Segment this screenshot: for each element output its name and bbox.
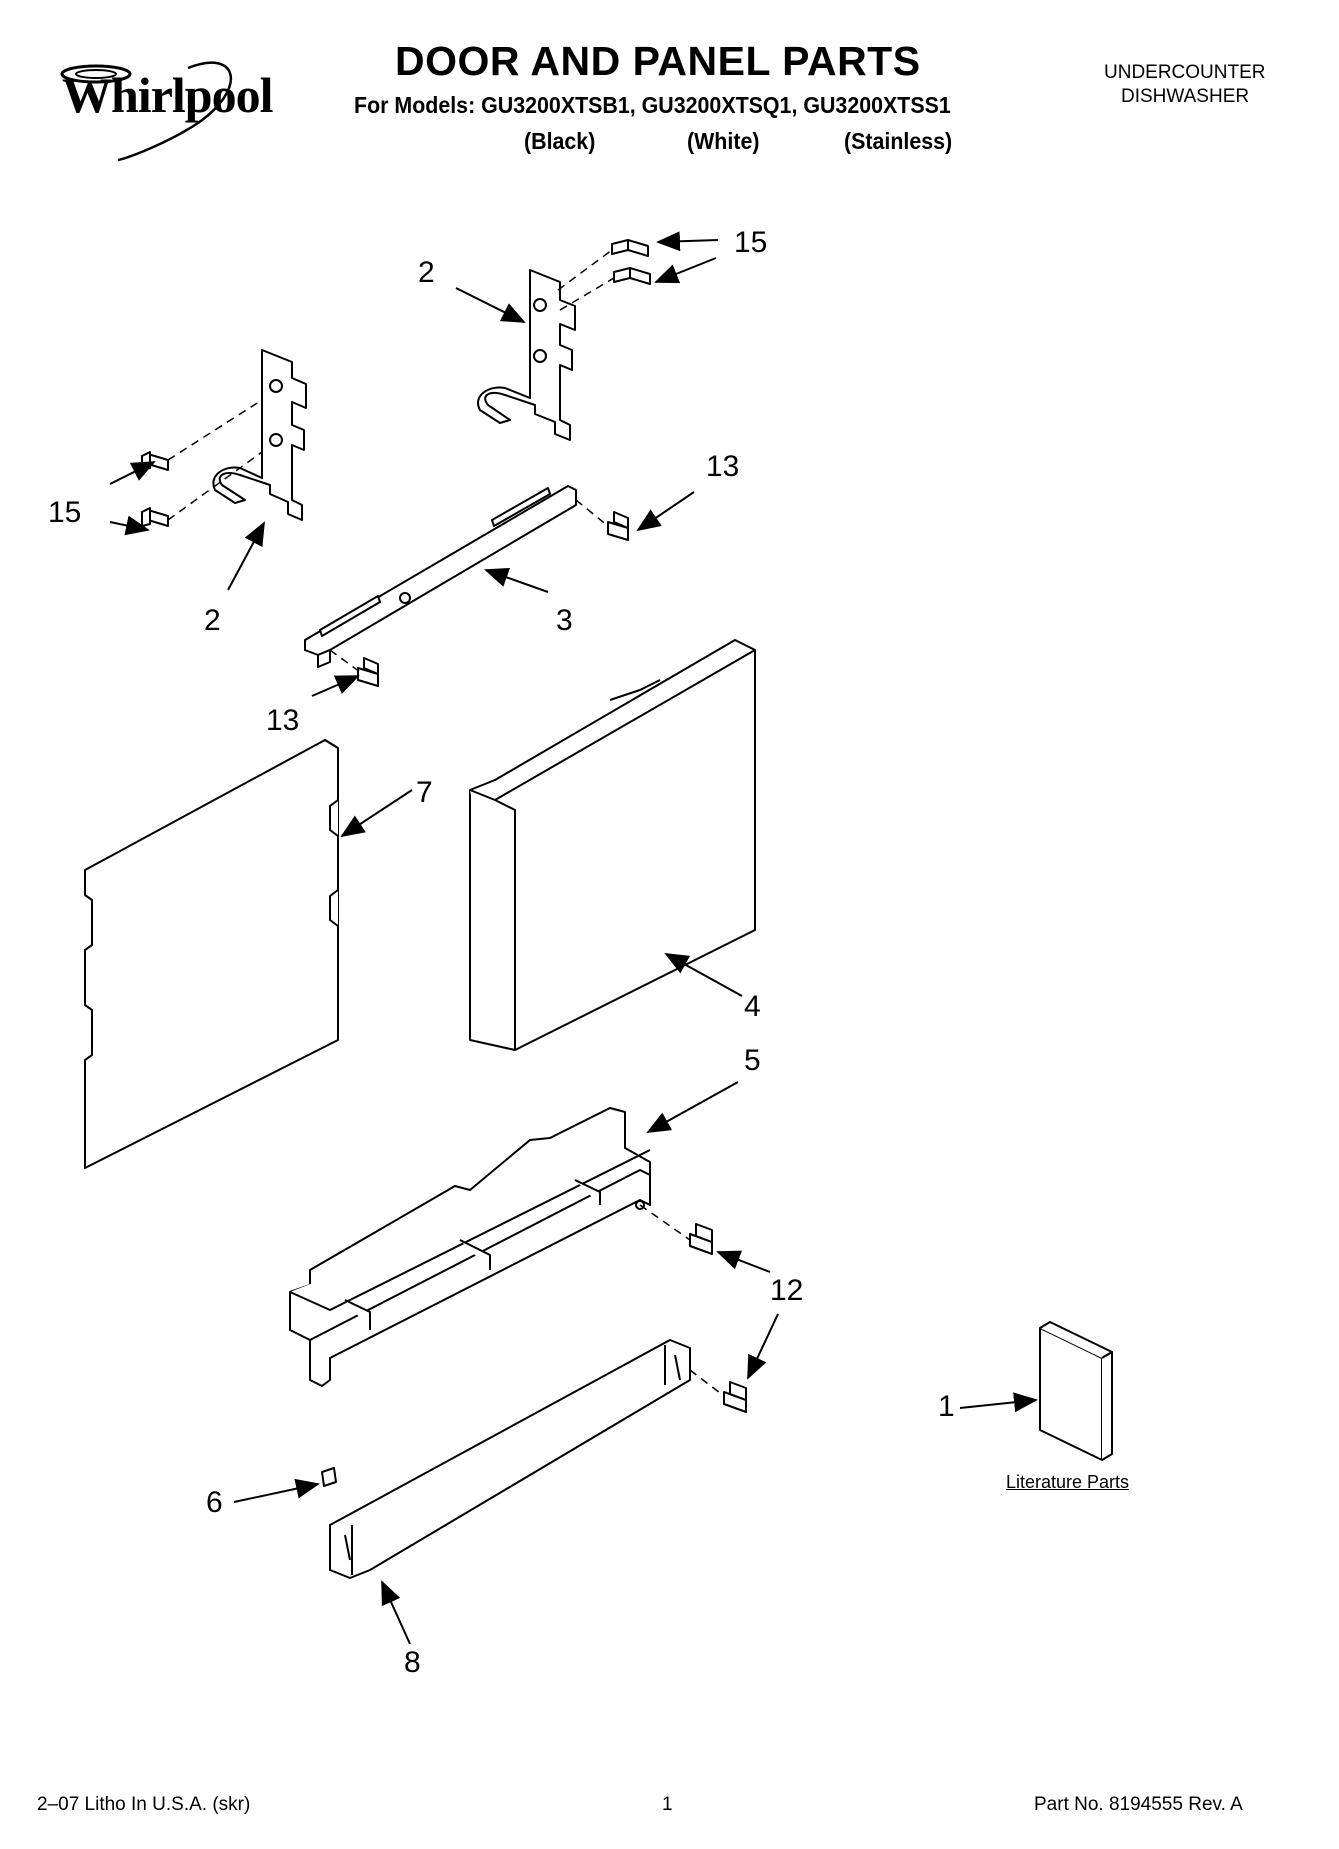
variant-black: (Black): [524, 128, 596, 154]
clip-part: [321, 1467, 337, 1487]
screw-15-c: [141, 451, 169, 471]
screw-15-a: [611, 239, 649, 257]
mounting-rail: [304, 485, 577, 668]
models-line: For Models: GU3200XTSB1, GU3200XTSQ1, GU…: [354, 92, 951, 118]
callout-2-left: 2: [204, 604, 221, 637]
callout-4: 4: [744, 990, 761, 1023]
footer-part-number: Part No. 8194555 Rev. A: [1034, 1794, 1243, 1815]
side-panel: [84, 739, 339, 1169]
callout-15-left: 15: [48, 496, 82, 529]
whirlpool-swirl-logo-icon: [60, 61, 233, 162]
footer-print-info: 2–07 Litho In U.S.A. (skr): [37, 1794, 251, 1815]
callout-3: 3: [556, 604, 573, 637]
kick-plate: [329, 1339, 691, 1579]
hinge-bracket-left: [212, 349, 307, 521]
callout-6: 6: [206, 1486, 223, 1519]
brand-logo-text: Whirlpool: [62, 67, 273, 123]
category-line-2: DISHWASHER: [1121, 86, 1250, 107]
callout-12: 12: [770, 1274, 804, 1307]
variant-white: (White): [687, 128, 760, 154]
callout-13-right: 13: [706, 450, 740, 483]
literature-parts-label: Literature Parts: [1006, 1472, 1130, 1492]
callout-2-top: 2: [418, 256, 435, 289]
screw-12-b: [723, 1381, 747, 1413]
callout-8: 8: [404, 1646, 421, 1679]
callout-1: 1: [938, 1390, 955, 1423]
door-panel: [469, 639, 756, 1051]
screw-12-a: [689, 1223, 713, 1255]
screw-15-d: [141, 507, 169, 527]
callout-5: 5: [744, 1044, 761, 1077]
toe-panel-bracket: [289, 1107, 651, 1387]
hinge-bracket-top: [477, 269, 576, 441]
page-title: DOOR AND PANEL PARTS: [395, 38, 921, 84]
screw-13-b: [357, 657, 379, 687]
screw-13-a: [607, 511, 629, 541]
variant-stainless: (Stainless): [844, 128, 953, 154]
callout-7: 7: [416, 776, 433, 809]
screw-15-b: [613, 267, 651, 285]
category-line-1: UNDERCOUNTER: [1104, 62, 1266, 83]
literature-booklet: [1039, 1321, 1113, 1461]
footer-page-number: 1: [662, 1794, 673, 1815]
callout-13-left: 13: [266, 704, 300, 737]
callout-15-top: 15: [734, 226, 768, 259]
